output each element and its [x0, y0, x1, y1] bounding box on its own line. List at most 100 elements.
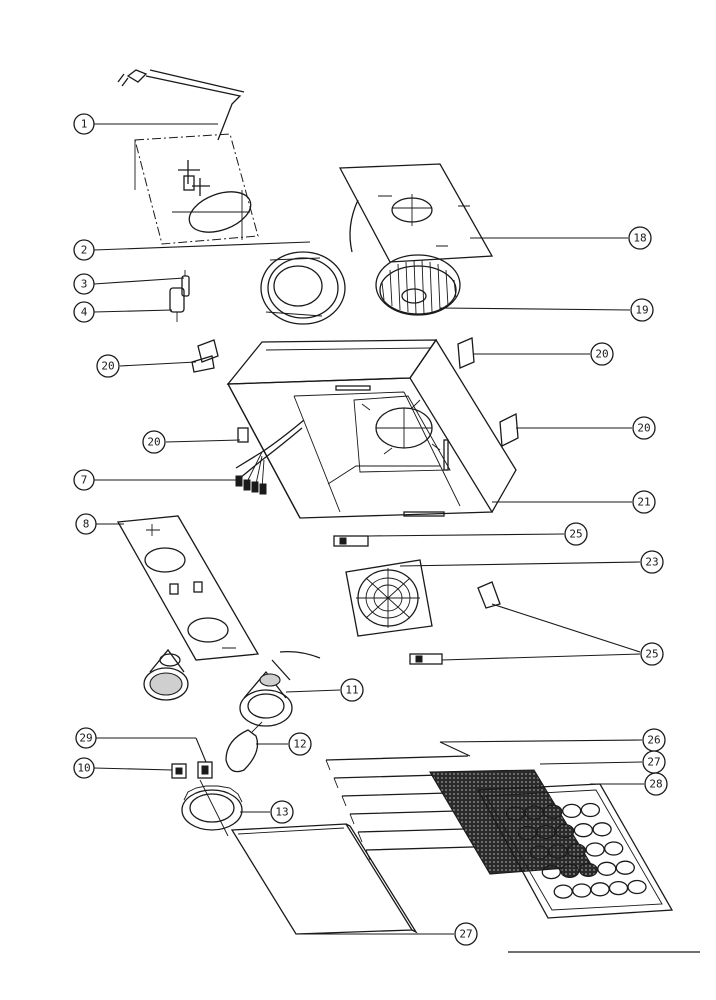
tray-cup: [573, 823, 594, 838]
mounting-clip-front-part: [237, 427, 249, 443]
svg-text:12: 12: [293, 738, 306, 751]
callout-8: 8: [75, 513, 97, 535]
callout-25-bottom: 25: [640, 642, 664, 666]
tray-cup: [562, 803, 582, 819]
svg-text:25: 25: [569, 528, 582, 541]
svg-text:2: 2: [81, 244, 88, 257]
svg-text:11: 11: [345, 684, 358, 697]
tray-cup: [585, 842, 605, 857]
glass-door-panel-part: [230, 823, 418, 935]
callout-20-left: 20: [96, 354, 120, 378]
fan-mounting-plate-part: [338, 163, 494, 263]
svg-text:18: 18: [633, 232, 646, 245]
callout-20-front: 20: [142, 430, 166, 454]
callout-27-top: 27: [642, 750, 666, 774]
tray-cup: [543, 804, 563, 819]
fuse-large-part: [169, 287, 185, 322]
callout-26: 26: [642, 728, 666, 752]
terminal-block-small-part: [171, 763, 187, 779]
callout-18: 18: [628, 226, 652, 250]
callout-28: 28: [644, 772, 668, 796]
tray-cup: [572, 883, 592, 898]
svg-text:27: 27: [459, 928, 472, 941]
tray-cup: [529, 845, 549, 860]
callout-2: 2: [73, 239, 95, 261]
gasket-ring-part: [260, 251, 346, 325]
blower-wheel-part: [375, 254, 461, 316]
svg-text:7: 7: [81, 474, 88, 487]
tray-cup: [627, 879, 647, 895]
callout-20-right-top: 20: [590, 342, 614, 366]
mounting-clip-right-top-part: [457, 337, 475, 369]
muffin-tray-cups: [505, 802, 647, 899]
lamp-bracket-plate-part: [116, 515, 260, 661]
svg-text:20: 20: [637, 422, 650, 435]
callout-27-bottom: 27: [454, 922, 478, 946]
main-housing-part: [226, 338, 517, 519]
callout-21: 21: [632, 490, 656, 514]
oven-rack-shelves-part: [325, 755, 509, 861]
tray-cup: [548, 844, 568, 859]
tray-cup: [597, 861, 617, 876]
callout-10: 10: [73, 757, 95, 779]
tray-cup: [566, 843, 587, 858]
tray-cup: [553, 884, 573, 899]
svg-text:25: 25: [645, 648, 658, 661]
callout-13: 13: [270, 800, 294, 824]
callout-1: 1: [73, 113, 95, 135]
tray-cup: [604, 841, 624, 856]
callout-19: 19: [630, 298, 654, 322]
tray-cup: [592, 822, 612, 837]
callout-25-top: 25: [564, 522, 588, 546]
leader-lines: [93, 123, 644, 935]
terminal-block-part: [197, 761, 213, 779]
tray-cup: [524, 805, 544, 820]
switch-top-part: [333, 535, 369, 547]
svg-text:28: 28: [649, 778, 662, 791]
muffin-tray-part: [476, 783, 674, 919]
callout-7: 7: [73, 469, 95, 491]
tray-cup: [615, 860, 635, 875]
fan-guard-grille-part: [345, 559, 433, 637]
tray-cup: [560, 863, 580, 879]
svg-text:20: 20: [101, 360, 114, 373]
switch-right-part: [477, 581, 501, 609]
tray-cup: [541, 864, 561, 880]
power-cord-part: [117, 69, 245, 141]
svg-text:1: 1: [81, 118, 88, 131]
svg-text:21: 21: [637, 496, 650, 509]
svg-text:23: 23: [645, 556, 658, 569]
svg-text:8: 8: [83, 518, 90, 531]
mounting-clip-left-part: [191, 339, 219, 373]
svg-text:3: 3: [81, 278, 88, 291]
tray-cup: [580, 802, 601, 818]
svg-text:13: 13: [275, 806, 288, 819]
tray-cup: [590, 882, 610, 897]
mounting-clip-right-part: [499, 412, 519, 448]
top-cover-plate-part: [134, 133, 259, 245]
callout-23: 23: [640, 550, 664, 574]
tray-cup: [608, 880, 629, 896]
callout-29: 29: [75, 727, 97, 749]
callout-11: 11: [340, 678, 364, 702]
tray-cup: [505, 806, 525, 821]
svg-text:29: 29: [79, 732, 92, 745]
callout-3: 3: [73, 273, 95, 295]
svg-text:10: 10: [77, 762, 90, 775]
tray-cup: [536, 824, 556, 840]
lamp-glass-ring-part: [181, 779, 243, 837]
lamp-bulb-part: [225, 721, 263, 773]
tray-cup: [578, 862, 598, 877]
svg-text:20: 20: [147, 436, 160, 449]
wiring-harness-part: [235, 419, 305, 495]
svg-text:19: 19: [635, 304, 648, 317]
switch-bottom-part: [409, 653, 443, 665]
lamp-socket-part: [239, 650, 321, 727]
callout-12: 12: [288, 732, 312, 756]
tray-cup: [517, 825, 537, 840]
svg-text:4: 4: [81, 306, 88, 319]
svg-text:27: 27: [647, 756, 660, 769]
callout-4: 4: [73, 301, 95, 323]
svg-text:20: 20: [595, 348, 608, 361]
